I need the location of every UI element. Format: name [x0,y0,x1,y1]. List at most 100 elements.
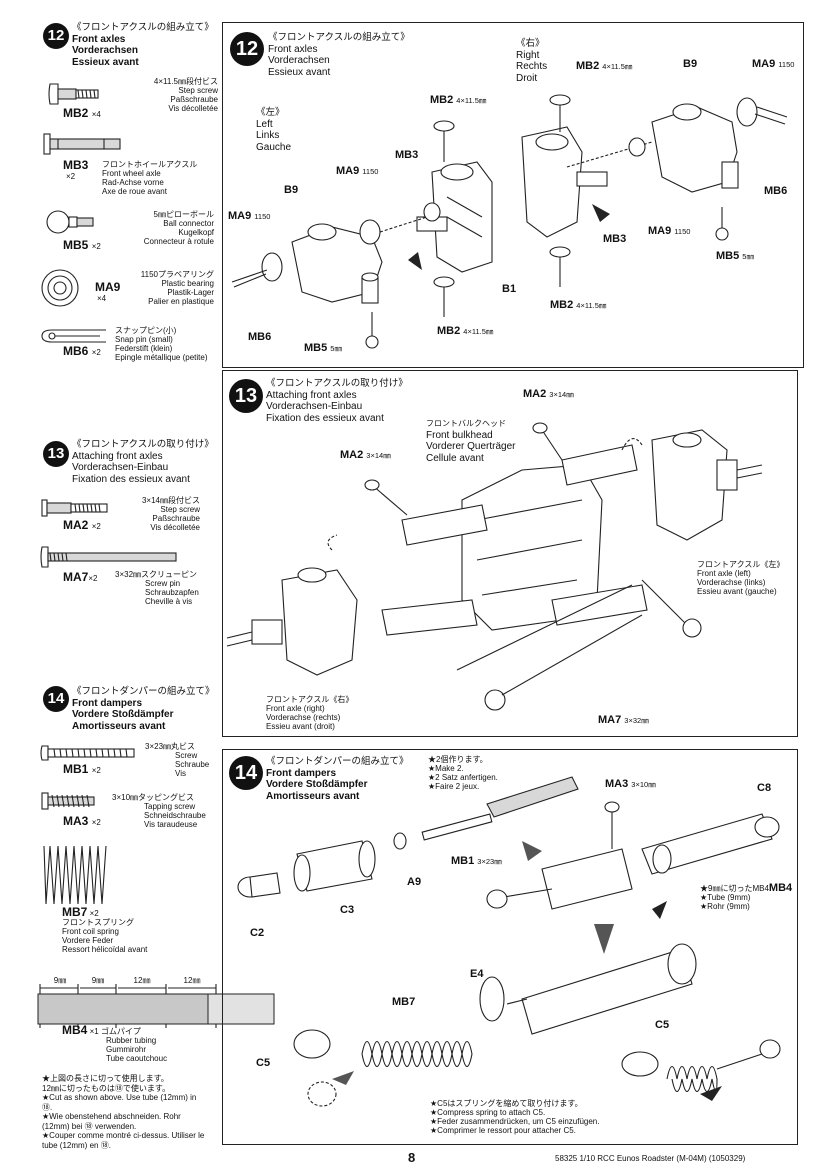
en: ★Compress spring to attach C5. [430,1108,546,1117]
code: MB1 [451,855,475,867]
mb5-description: 5㎜ピローボール Ball connector Kugelkopf Connec… [110,210,214,246]
callout-mb2-top-right: MB2 4×11.5㎜ [576,60,632,72]
ma9-qty: ×4 [97,294,107,303]
mb3-label: MB3 [63,158,88,172]
front-axle-left [621,429,763,541]
note-fr: ★Couper comme montré ci-dessus. Utiliser… [42,1131,205,1150]
desc-fr: Vis décolletée [150,523,200,532]
ma3-tapping-screw-icon [41,792,95,810]
callout-b1: B1 [502,283,517,295]
code: MB3 [63,158,89,172]
step-13-assembly-drawing [226,422,763,711]
desc-fr: Cheville à vis [145,597,193,606]
ruler-segment-2: 9㎜ [91,976,105,985]
qty: ×2 [89,909,99,918]
title-en: Front axles [268,43,318,55]
step-12-badge: 12 [43,23,69,49]
callout-mb3-left: MB3 [395,149,419,161]
jp: フロントアクスル《左》 [697,560,785,569]
right-en: Right [516,49,540,61]
callout-e4: E4 [470,968,484,980]
callout-c5-left: C5 [256,1057,271,1069]
left-label: 《左》 Left Links Gauche [256,107,291,153]
desc-fr: Vis [175,769,186,778]
code: MB5 [716,250,740,262]
right-fr: Droit [516,72,538,84]
jp: ★C5はスプリングを縮めて取り付けます。 [430,1099,583,1108]
desc-en: Rubber tubing [106,1036,157,1045]
mb6-snap-pin-icon [41,329,106,343]
title-fr: Fixation des essieux avant [72,473,190,485]
title-en: Front axles [72,33,126,45]
size: 1150 [254,212,271,221]
fr: Essieu avant (droit) [266,722,335,731]
ma7-screw-pin-icon [40,546,177,568]
mb7-coil-spring-icon [43,845,107,905]
mb4-callout: MB4 [768,882,793,894]
title-de: Vorderachsen [72,45,138,56]
title-fr: Essieux avant [268,66,331,78]
code: MB7 [62,905,88,919]
ma7-label: MA7×2 [63,570,97,584]
note-de: ★Wie obenstehend abschneiden. Rohr (12mm… [42,1112,181,1131]
size: 4×11.5㎜ [456,96,487,105]
c5-compress-note: ★C5はスプリングを縮めて取り付けます。 ★Compress spring to… [430,1099,599,1135]
fr: Cellule avant [426,452,484,464]
en: ★Tube (9mm) [700,893,751,902]
callout-a9: A9 [407,876,422,888]
jp: フロントバルクヘッド [426,419,506,428]
make-two-note: ★2個作ります。 ★Make 2. ★2 Satz anfertigen. ★F… [428,755,498,791]
desc-jp: スナップピン(小) [115,326,177,335]
title-fr: Amortisseurs avant [72,720,166,732]
mb1-description: 3×23㎜丸ビス Screw Schraube Vis [145,742,225,778]
callout-mb2-left: MB2 4×11.5㎜ [430,94,486,106]
title-de: Vorderachsen-Einbau [72,462,169,473]
step-12-assembly-drawing [231,94,788,349]
qty: ×4 [91,110,101,119]
code: MB2 [576,60,600,72]
callout-mb7: MB7 [392,996,416,1008]
desc-fr: Vis décolletée [168,104,218,113]
title-jp: 《フロントアクスルの取り付け》 [266,378,408,389]
step-14-badge: 14 [43,686,69,712]
ruler-segment-4: 12㎜ [183,976,201,985]
de: ★Feder zusammendrücken, um C5 einzufügen… [430,1117,600,1126]
desc-jp: 4×11.5㎜段付ビス [153,77,218,86]
step-14-title-left: 《フロントダンパーの組み立て》 Front dampers Vordere St… [72,686,215,732]
front-axle-right [226,534,358,676]
ma2-description: 3×14㎜段付ビス Step screw Paßschraube Vis déc… [110,496,200,532]
desc-jp: 3×14㎜段付ビス [141,496,200,505]
step-12-frame-badge: 12 [230,32,264,66]
note-jp-1: ★上図の長さに切って使用します。 [42,1074,169,1083]
mb7-description: MB7 ×2 フロントスプリング Front coil spring Vorde… [62,905,147,954]
front-axle-left-label: フロントアクスル《左》 Front axle (left) Vorderachs… [697,560,784,596]
mb2-description: 4×11.5㎜段付ビス Step screw Paßschraube Vis d… [110,77,218,113]
size: 3×10㎜ [631,780,656,789]
note-en: ★Cut as shown above. Use tube (12mm) in … [42,1093,197,1112]
title-en: Attaching front axles [266,389,357,401]
desc-jp: ゴムパイプ [100,1027,141,1036]
step-13-title-left: 《フロントアクスルの取り付け》 Attaching front axles Vo… [72,439,214,485]
fr: ★Faire 2 jeux. [428,782,480,791]
step-13-frame-title: 《フロントアクスルの取り付け》 Attaching front axles Vo… [266,378,408,424]
callout-b9-left: B9 [284,184,299,196]
mb4-tube-note: ★9㎜に切ったMB4MB4 ★Tube (9mm) ★Rohr (9mm) [700,882,793,912]
title-jp: 《フロントアクスルの取り付け》 [72,439,214,450]
desc-jp: 1150プラベアリング [140,270,214,279]
front-bulkhead [381,444,648,636]
ma3-label: MA3 ×2 [63,814,101,828]
callout-c8: C8 [757,782,772,794]
title-fr: Amortisseurs avant [266,790,360,802]
step-12-title-left: 《フロントアクスルの組み立て》 Front axles Vorderachsen… [72,22,214,68]
code: MA2 [340,449,364,461]
mb1-label: MB1 ×2 [63,762,101,776]
mb2-label: MB2 ×4 [63,106,101,120]
desc-jp: フロントスプリング [62,918,134,927]
code: MA3 [605,778,629,790]
desc-en: Screw [175,751,198,760]
tube-cut-notes: ★上図の長さに切って使用します。 12㎜に切ったものは⑱で使います。 ★Cut … [42,1074,207,1150]
size: 5㎜ [330,344,342,353]
right-label: 《右》 Right Rechts Droit [516,38,547,84]
qty: ×2 [88,574,98,583]
left-upright-b1 [416,161,493,273]
